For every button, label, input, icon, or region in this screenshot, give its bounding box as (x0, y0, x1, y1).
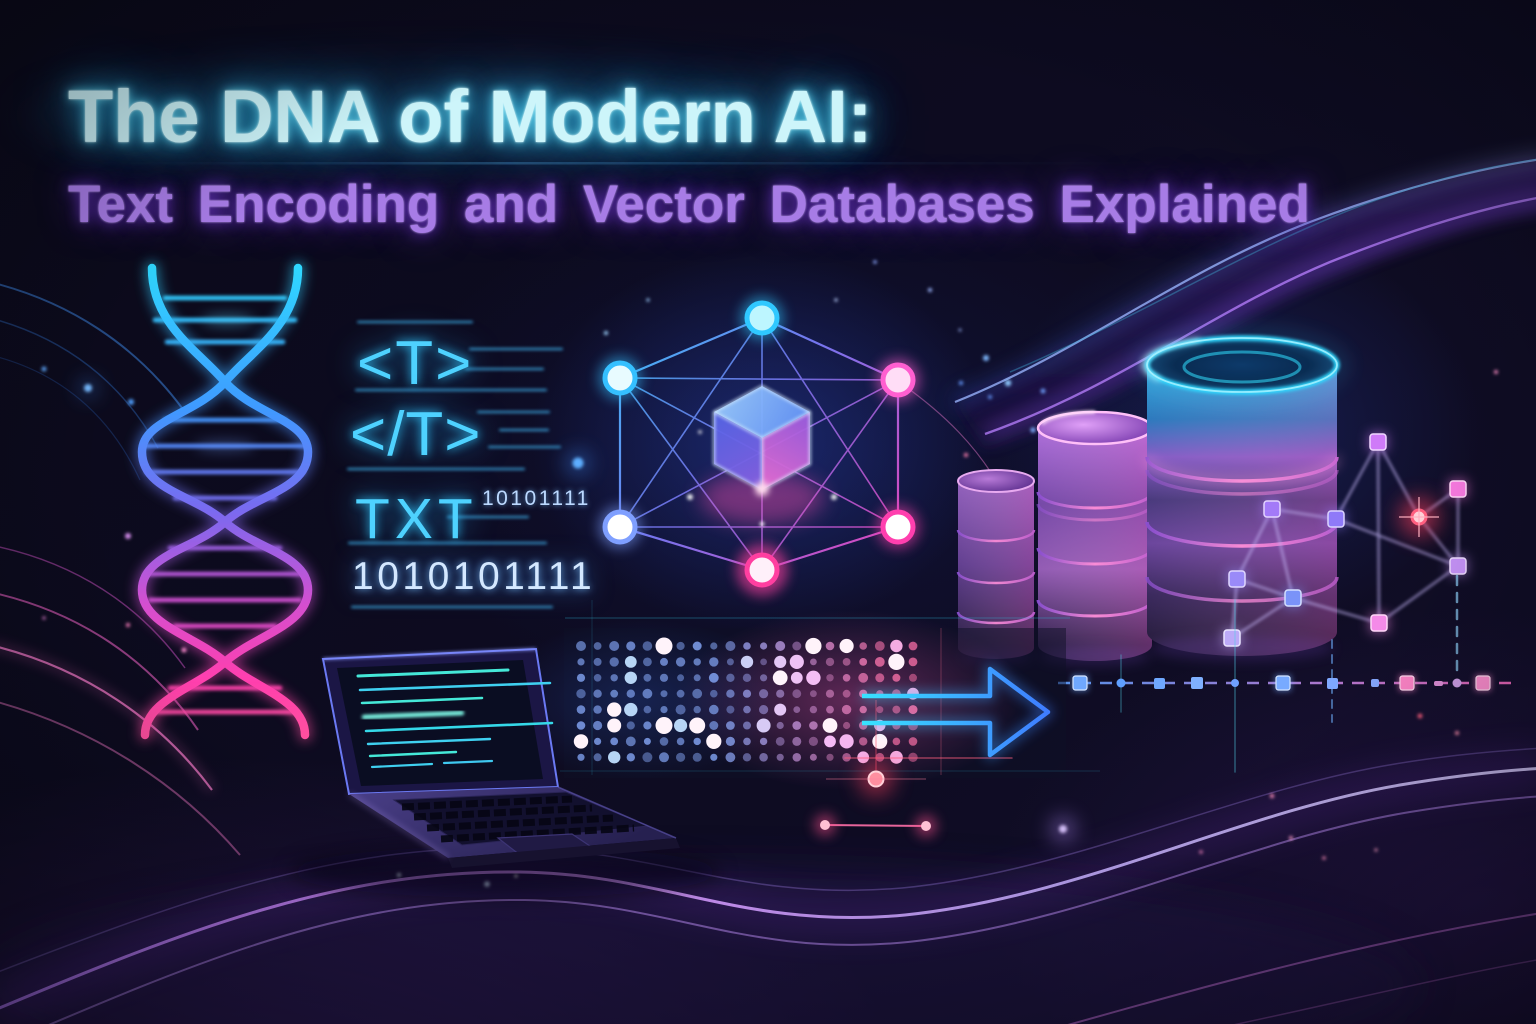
binary-small-text: 10101111 (482, 487, 591, 510)
tag-open-text: <T> (357, 329, 473, 398)
page-title: The DNA of Modern AI: (68, 75, 873, 158)
timeline-nodes (1058, 675, 1512, 691)
page-subtitle: Text Encoding and Vector Databases Expla… (68, 175, 1310, 234)
dna-helix-icon (135, 261, 315, 742)
tag-close-text: </T> (350, 400, 482, 469)
txt-label-text: TXT (355, 487, 478, 551)
title-divider (55, 162, 1195, 165)
laptop-screen (337, 660, 543, 786)
database-large (1139, 331, 1345, 656)
binary-large-text: 1010101111 (352, 555, 595, 598)
database-medium (1036, 410, 1154, 661)
link-segment (814, 814, 937, 837)
